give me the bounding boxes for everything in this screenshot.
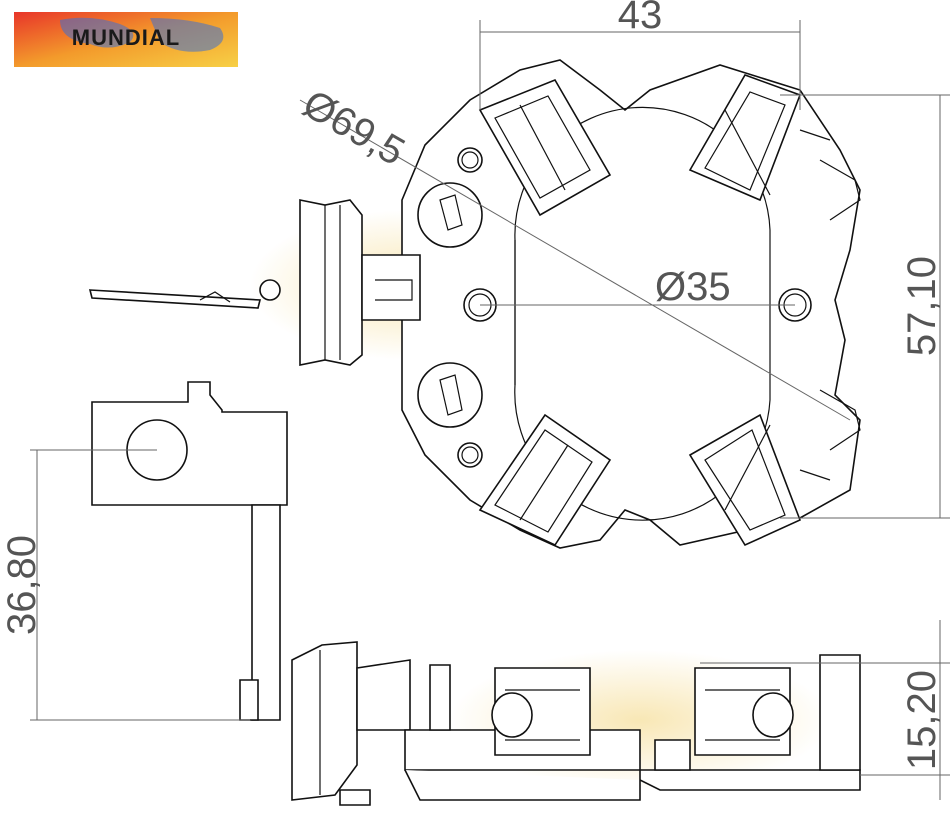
terminal-side-view xyxy=(91,381,288,721)
connector-block xyxy=(259,199,421,366)
dim-label-36-80: 36,80 xyxy=(0,535,44,635)
dim-label-outer-diameter: Ø69,5 xyxy=(296,82,412,175)
logo-text: MUNDIAL xyxy=(72,25,180,50)
brush-holder-top-view xyxy=(401,59,861,549)
brush-holder-side-view xyxy=(291,641,861,806)
dim-label-inner-diameter: Ø35 xyxy=(655,265,731,309)
dimension-57-10: 57,10 xyxy=(780,94,950,519)
dim-label-43: 43 xyxy=(618,0,663,37)
dimension-inner-diameter: Ø35 xyxy=(480,265,795,309)
dim-label-57-10: 57,10 xyxy=(900,256,944,356)
dimension-43: 43 xyxy=(479,0,801,110)
mundial-logo: MUNDIAL xyxy=(14,12,238,67)
dimension-36-80: 36,80 xyxy=(0,449,250,721)
dim-label-15-20: 15,20 xyxy=(900,670,944,770)
lead-wire xyxy=(88,289,262,309)
dimension-15-20: 15,20 xyxy=(700,620,950,800)
